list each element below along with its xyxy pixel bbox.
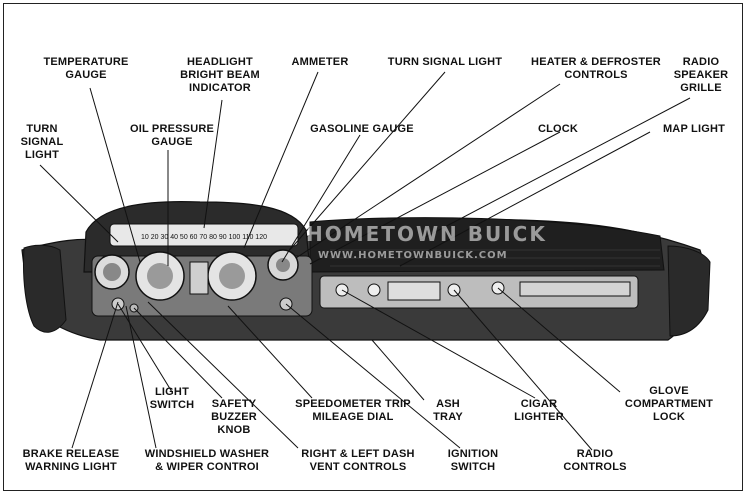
label-temperature-gauge: TEMPERATURE GAUGE: [43, 56, 129, 81]
gasoline-gauge-center: [276, 258, 290, 272]
label-brake-release: BRAKE RELEASE WARNING LIGHT: [22, 448, 120, 473]
oil-pressure-gauge-center: [147, 263, 173, 289]
label-headlight-bright-beam: HEADLIGHT BRIGHT BEAM INDICATOR: [180, 56, 260, 94]
label-speedometer-trip: SPEEDOMETER TRIP MILEAGE DIAL: [295, 398, 411, 423]
label-ash-tray: ASH TRAY: [433, 398, 463, 423]
dash-pad-ribs: [330, 249, 660, 267]
label-turn-signal-light-left: TURN SIGNAL LIGHT: [20, 123, 64, 161]
label-glove-compartment-lock: GLOVE COMPARTMENT LOCK: [624, 385, 714, 423]
label-radio-speaker-grille: RADIO SPEAKER GRILLE: [673, 56, 729, 94]
center-indicator-block: [189, 261, 209, 295]
watermark-url: WWW.HOMETOWNBUICK.COM: [318, 250, 508, 261]
temperature-gauge-center: [103, 263, 121, 281]
label-heater-defroster: HEATER & DEFROSTER CONTROLS: [531, 56, 661, 81]
label-ammeter: AMMETER: [291, 56, 349, 68]
label-clock: CLOCK: [537, 123, 579, 135]
label-safety-buzzer-knob: SAFETY BUZZER KNOB: [211, 398, 257, 436]
label-light-switch: LIGHT SWITCH: [149, 386, 195, 411]
label-radio-controls: RADIO CONTROLS: [563, 448, 627, 473]
watermark-title: HOMETOWN BUICK: [306, 222, 547, 246]
label-oil-pressure-gauge: OIL PRESSURE GAUGE: [129, 123, 215, 148]
right-end-pillar: [667, 245, 711, 337]
label-ignition-switch: IGNITION SWITCH: [447, 448, 499, 473]
radio-left-knob: [367, 283, 381, 297]
diagram-frame: [3, 3, 743, 491]
label-map-light: MAP LIGHT: [662, 123, 726, 135]
ammeter-center: [219, 263, 245, 289]
glove-compartment-trim: [519, 281, 631, 297]
label-cigar-lighter: CIGAR LIGHTER: [514, 398, 564, 423]
label-turn-signal-light-top: TURN SIGNAL LIGHT: [387, 56, 503, 68]
label-gasoline-gauge: GASOLINE GAUGE: [310, 123, 414, 135]
speedometer-scale: 10 20 30 40 50 60 70 80 90 100 110 120: [141, 234, 267, 241]
left-end-pillar: [23, 244, 67, 333]
label-windshield-washer: WINDSHIELD WASHER & WIPER CONTROI: [144, 448, 270, 473]
label-right-left-dash-vent: RIGHT & LEFT DASH VENT CONTROLS: [301, 448, 415, 473]
leader-lines: [39, 71, 691, 451]
radio-faceplate: [387, 281, 441, 301]
